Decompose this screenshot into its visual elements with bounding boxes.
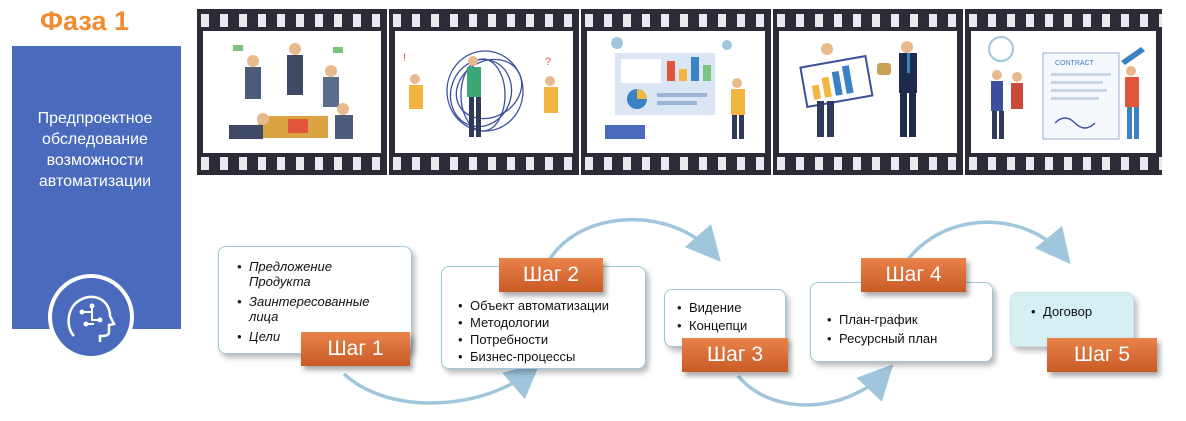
step-4-label: Шаг 4 bbox=[861, 258, 966, 292]
arrow-4-to-5 bbox=[904, 220, 1071, 265]
step-5-item: Договор bbox=[1029, 303, 1125, 321]
step-3-item: Концепци bbox=[675, 317, 777, 335]
step-1-box: Предложение Продукта Заинтересованные ли… bbox=[218, 246, 412, 354]
film-frame-3 bbox=[581, 9, 771, 175]
contract-signing-illustration: CONTRACT bbox=[971, 31, 1156, 153]
step-3-item: Видение bbox=[675, 299, 777, 317]
step-3-box: Видение Концепци bbox=[664, 289, 786, 347]
film-frame-2: ! ? bbox=[389, 9, 579, 175]
business-presentation-illustration bbox=[779, 31, 957, 153]
contract-label: CONTRACT bbox=[1055, 60, 1095, 67]
step-4-item: Ресурсный план bbox=[825, 329, 984, 348]
step-1-item: Заинтересованные лица bbox=[235, 294, 397, 324]
step-2-item: Бизнес-процессы bbox=[456, 348, 635, 365]
step-2-item: Методологии bbox=[456, 314, 635, 331]
film-frame-1 bbox=[197, 9, 387, 175]
meeting-chaos-illustration bbox=[203, 31, 381, 153]
phase-description: Предпроектное обследование возможности а… bbox=[37, 110, 153, 190]
arrow-2-to-3 bbox=[546, 217, 721, 263]
step-3-label: Шаг 3 bbox=[682, 338, 788, 372]
data-analytics-illustration bbox=[587, 31, 765, 153]
ai-head-icon bbox=[48, 274, 134, 360]
step-1-label: Шаг 1 bbox=[301, 332, 410, 366]
step-2-item: Объект автоматизации bbox=[456, 297, 635, 314]
step-2-label: Шаг 2 bbox=[499, 258, 603, 292]
phase-title: Фаза 1 bbox=[40, 6, 129, 36]
film-frame-5: CONTRACT bbox=[965, 9, 1162, 175]
film-frame-4 bbox=[773, 9, 963, 175]
svg-text:!: ! bbox=[403, 52, 406, 64]
arrow-3-to-4 bbox=[736, 364, 894, 407]
step-1-item: Предложение Продукта bbox=[235, 259, 397, 289]
tangled-thoughts-illustration: ! ? bbox=[395, 31, 573, 153]
step-1-item: Цели bbox=[235, 329, 397, 344]
step-4-box: План-график Ресурсный план bbox=[810, 282, 993, 362]
svg-text:?: ? bbox=[545, 56, 551, 68]
step-2-item: Потребности bbox=[456, 331, 635, 348]
step-4-item: План-график bbox=[825, 310, 984, 329]
step-5-box: Договор bbox=[1010, 292, 1134, 347]
arrow-1-to-2 bbox=[342, 363, 540, 405]
step-5-label: Шаг 5 bbox=[1047, 338, 1157, 372]
